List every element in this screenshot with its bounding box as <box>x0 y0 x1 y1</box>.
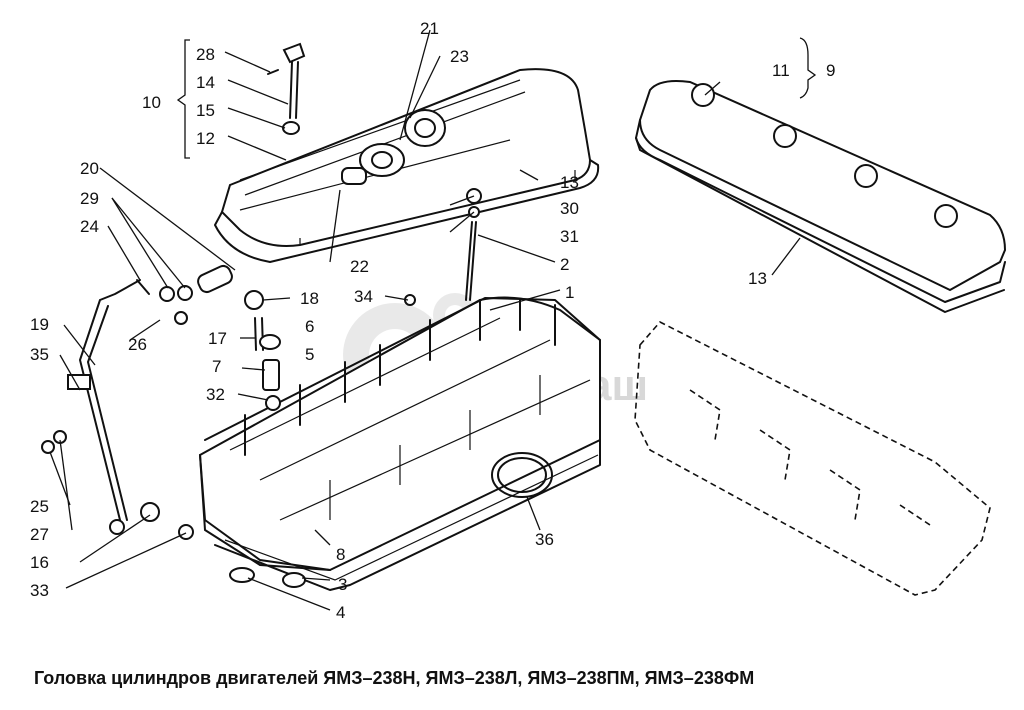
breather-cap <box>341 109 446 185</box>
label-7: 7 <box>212 357 221 376</box>
label-19: 19 <box>30 315 49 334</box>
label-36: 36 <box>535 530 554 549</box>
label-8: 8 <box>336 545 345 564</box>
right-valve-cover <box>635 80 1007 313</box>
studs <box>244 299 556 456</box>
label-13-left: 13 <box>560 173 579 192</box>
label-16: 16 <box>30 553 49 572</box>
label-11: 11 <box>772 61 790 80</box>
oil-filler-rod <box>267 42 306 135</box>
label-32: 32 <box>206 385 225 404</box>
label-25: 25 <box>30 497 49 516</box>
label-5: 5 <box>305 345 314 364</box>
label-30: 30 <box>560 199 579 218</box>
label-33: 33 <box>30 581 49 600</box>
cylinder-head <box>198 296 601 591</box>
label-14: 14 <box>196 73 215 92</box>
label-34: 34 <box>354 287 373 306</box>
label-35: 35 <box>30 345 49 364</box>
label-27: 27 <box>30 525 49 544</box>
label-10: 10 <box>142 93 161 112</box>
label-3: 3 <box>338 575 347 594</box>
label-15: 15 <box>196 101 215 120</box>
phantom-cylinder-head <box>634 321 991 596</box>
label-9: 9 <box>826 61 835 80</box>
left-valve-cover <box>214 68 600 263</box>
label-28: 28 <box>196 45 215 64</box>
label-23: 23 <box>450 47 469 66</box>
label-18: 18 <box>300 289 319 308</box>
label-29: 29 <box>80 189 99 208</box>
part-labels: 28 14 10 15 12 21 23 20 29 24 13 30 31 2… <box>30 19 835 622</box>
bracket-10 <box>176 39 190 159</box>
bracket-9 <box>799 37 817 99</box>
label-6: 6 <box>305 317 314 336</box>
label-2: 2 <box>560 255 569 274</box>
label-17: 17 <box>208 329 227 348</box>
figure-caption: Головка цилиндров двигателей ЯМЗ–238Н, Я… <box>34 668 755 688</box>
label-31: 31 <box>560 227 579 246</box>
label-1: 1 <box>565 283 574 302</box>
label-4: 4 <box>336 603 345 622</box>
label-24: 24 <box>80 217 99 236</box>
label-21: 21 <box>420 19 439 38</box>
label-20: 20 <box>80 159 99 178</box>
leader-lines <box>49 29 801 611</box>
label-22: 22 <box>350 257 369 276</box>
label-13-right: 13 <box>748 269 767 288</box>
label-26: 26 <box>128 335 147 354</box>
label-12: 12 <box>196 129 215 148</box>
cover-nut-icon <box>691 83 958 228</box>
